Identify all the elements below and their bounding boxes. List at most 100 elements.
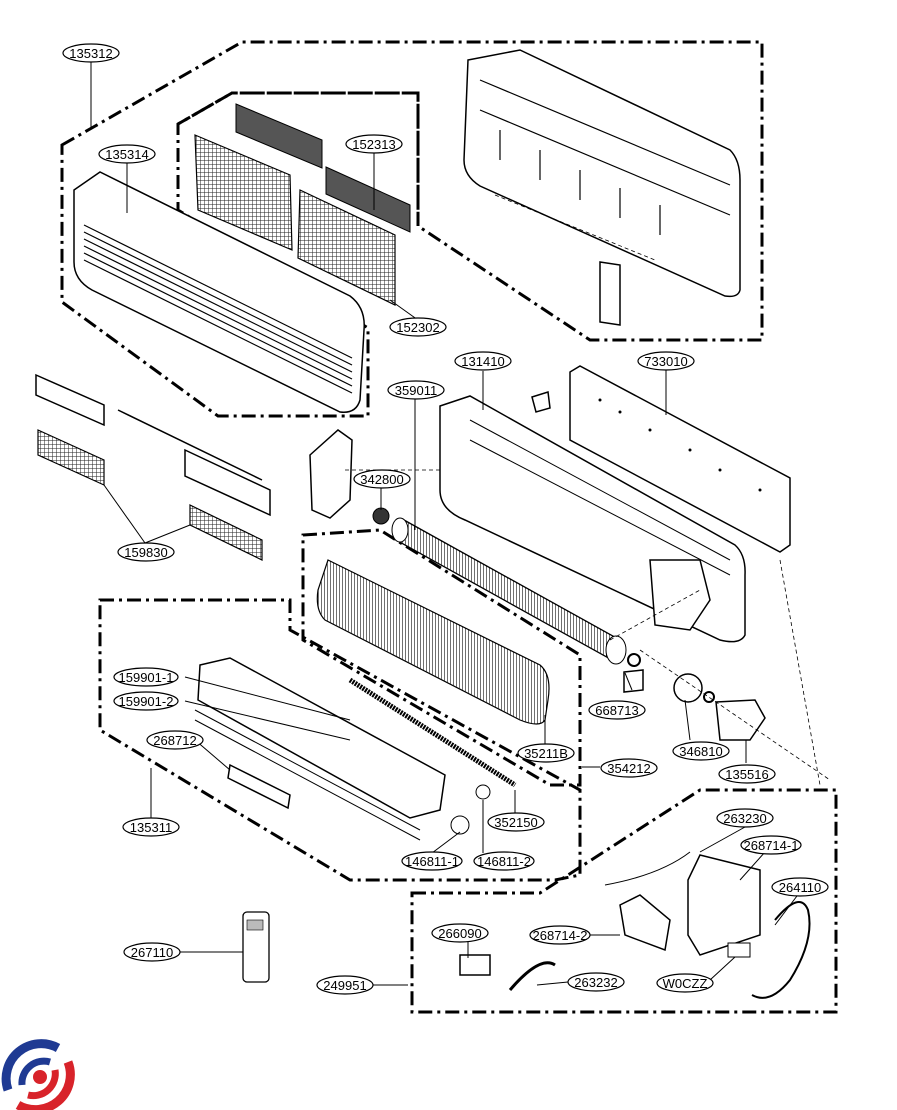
- clip-part: [531, 391, 551, 413]
- callout-label: 264110: [779, 880, 821, 895]
- callout-label: 159901-2: [119, 694, 174, 709]
- callout-668713[interactable]: 668713: [588, 700, 646, 720]
- drain-pan-part: [194, 657, 446, 841]
- pcb-part: [619, 894, 671, 952]
- evaporator-part: [316, 559, 550, 725]
- callout-354212[interactable]: 354212: [600, 758, 658, 778]
- bearing-part: [372, 507, 390, 525]
- callout-label: 342800: [360, 472, 403, 487]
- callout-label: 146811-1: [405, 854, 459, 869]
- remote-control-part: [242, 911, 270, 983]
- connector-rod: [117, 409, 263, 481]
- callout-135312[interactable]: 135312: [62, 43, 120, 63]
- motor-part: [673, 673, 703, 703]
- power-cord-part: [751, 901, 811, 999]
- rubber-ring-part: [627, 653, 641, 667]
- motor-holder-part: [715, 699, 766, 741]
- callout-35211B[interactable]: 35211B: [517, 743, 575, 763]
- side-bracket-left-part: [35, 373, 105, 486]
- callout-263232[interactable]: 263232: [567, 972, 625, 992]
- fuse-part: [727, 942, 751, 958]
- callout-label: 268714-2: [533, 928, 588, 943]
- deodorizing-filter-lower-part: [325, 166, 411, 233]
- callout-268714-2[interactable]: 268714-2: [529, 925, 591, 945]
- callout-146811-1[interactable]: 146811-1: [401, 851, 463, 871]
- callout-159901-1[interactable]: 159901-1: [113, 667, 179, 687]
- motor-cover-part: [623, 669, 644, 693]
- front-panel-frame-part: [463, 49, 741, 326]
- callout-264110[interactable]: 264110: [771, 877, 829, 897]
- installation-plate-part: [569, 365, 791, 553]
- callout-268712[interactable]: 268712: [146, 730, 204, 750]
- callout-label: 35211B: [524, 746, 568, 761]
- callout-249951[interactable]: 249951: [316, 975, 374, 995]
- callout-label: 266090: [438, 926, 481, 941]
- callout-label: 146811-2: [477, 854, 531, 869]
- cross-flow-fan-part: [391, 517, 627, 665]
- callout-label: 152302: [396, 320, 439, 335]
- callout-152313[interactable]: 152313: [345, 134, 403, 154]
- callout-W0CZZ[interactable]: W0CZZ: [656, 973, 714, 993]
- callout-146811-2[interactable]: 146811-2: [473, 851, 535, 871]
- callout-359011[interactable]: 359011: [387, 380, 445, 400]
- callout-label: W0CZZ: [663, 976, 708, 991]
- callout-135516[interactable]: 135516: [718, 764, 776, 784]
- sensor-wire-part: [604, 851, 691, 886]
- callout-label: 268714-1: [744, 838, 799, 853]
- connector-wire-part: [508, 961, 556, 991]
- callout-label: 263230: [723, 811, 766, 826]
- callout-267110[interactable]: 267110: [123, 942, 181, 962]
- assembly-guide-lines: [345, 194, 831, 786]
- callout-label: 135311: [130, 820, 172, 835]
- callout-135314[interactable]: 135314: [98, 144, 156, 164]
- callout-label: 135312: [69, 46, 112, 61]
- callout-733010[interactable]: 733010: [637, 351, 695, 371]
- leader-lines: [90, 60, 801, 986]
- control-box-assembly-boundary: [410, 788, 838, 1014]
- callout-label: 352150: [494, 815, 537, 830]
- callout-352150[interactable]: 352150: [487, 812, 545, 832]
- step-motor-part: [450, 815, 470, 835]
- step-motor-2-part: [475, 784, 491, 800]
- callout-label: 131410: [461, 354, 504, 369]
- callout-342800[interactable]: 342800: [353, 469, 411, 489]
- callout-346810[interactable]: 346810: [672, 741, 730, 761]
- callout-label: 267110: [131, 945, 173, 960]
- brand-logo: [1, 1039, 75, 1110]
- callout-label: 159901-1: [119, 670, 174, 685]
- callout-152302[interactable]: 152302: [389, 317, 447, 337]
- callout-label: 346810: [679, 744, 722, 759]
- drain-pan-assembly-boundary: [98, 598, 582, 882]
- callout-label: 668713: [595, 703, 638, 718]
- callout-263230[interactable]: 263230: [716, 808, 774, 828]
- bearing-holder-part: [309, 429, 353, 519]
- callout-131410[interactable]: 131410: [454, 351, 512, 371]
- evaporator-assembly-boundary: [301, 528, 582, 787]
- callout-label: 159830: [124, 545, 167, 560]
- rubber-ring-2-part: [703, 691, 715, 703]
- callout-label: 135314: [105, 147, 148, 162]
- callout-label: 152313: [352, 137, 395, 152]
- callout-label: 354212: [607, 761, 650, 776]
- callout-label: 135516: [725, 767, 768, 782]
- filter-assembly-boundary: [177, 91, 420, 226]
- deodorizing-filter-upper-part: [235, 103, 323, 169]
- side-bracket-right-part: [184, 448, 271, 561]
- callout-159830[interactable]: 159830: [117, 542, 175, 562]
- callout-label: 733010: [644, 354, 687, 369]
- drain-hose-part: [348, 677, 517, 788]
- transformer-part: [459, 954, 491, 976]
- callout-135311[interactable]: 135311: [122, 817, 180, 837]
- front-grille-part: [73, 171, 365, 413]
- callout-159901-2[interactable]: 159901-2: [113, 691, 179, 711]
- callout-label: 268712: [153, 733, 196, 748]
- callout-266090[interactable]: 266090: [431, 923, 489, 943]
- callout-label: 359011: [395, 383, 437, 398]
- callout-268714-1[interactable]: 268714-1: [740, 835, 802, 855]
- callout-label: 249951: [323, 978, 366, 993]
- chassis-part: [439, 395, 746, 643]
- air-filter-left-part: [194, 134, 293, 251]
- callout-label: 263232: [574, 975, 617, 990]
- air-filter-right-part: [297, 189, 396, 306]
